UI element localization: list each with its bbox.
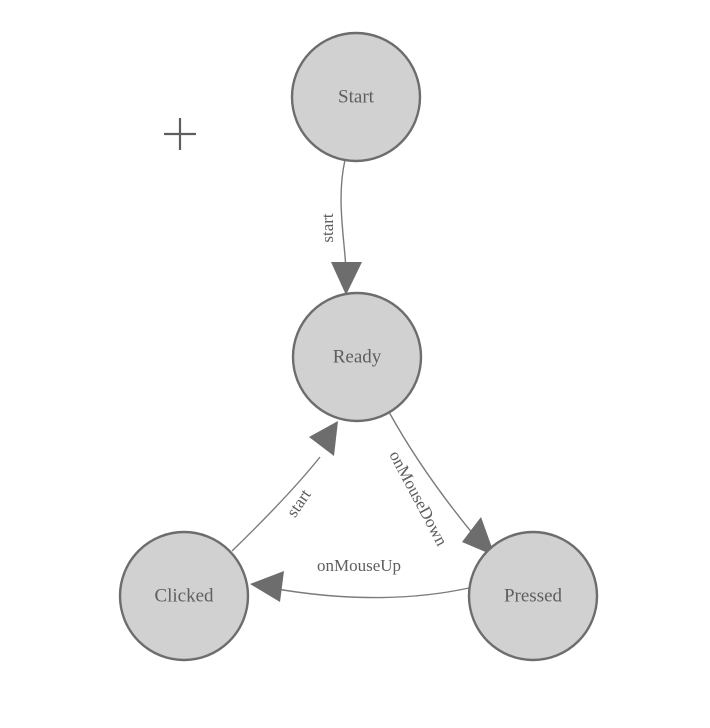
- edge-start-to-ready-path[interactable]: [340, 159, 347, 273]
- edge-clicked-to-ready[interactable]: start: [231, 421, 338, 552]
- node-ready-circle[interactable]: [291, 291, 423, 423]
- edge-pressed-to-clicked-label: onMouseUp: [317, 556, 401, 575]
- edge-start-to-ready-arrowhead: [331, 262, 362, 295]
- edge-start-to-ready-label: start: [318, 213, 337, 243]
- edge-clicked-to-ready-label: start: [283, 485, 315, 520]
- edge-pressed-to-clicked[interactable]: onMouseUp: [250, 556, 470, 602]
- edge-clicked-to-ready-path[interactable]: [231, 456, 321, 552]
- node-ready[interactable]: Ready: [291, 291, 423, 423]
- edge-ready-to-pressed-label: onMouseDown: [385, 448, 451, 550]
- node-clicked-circle[interactable]: [118, 530, 250, 662]
- node-pressed[interactable]: Pressed: [467, 530, 599, 662]
- node-pressed-circle[interactable]: [467, 530, 599, 662]
- crosshair-icon: [164, 118, 196, 150]
- node-start[interactable]: Start: [290, 31, 422, 163]
- edge-ready-to-pressed-arrowhead: [462, 517, 495, 556]
- edge-clicked-to-ready-arrowhead: [309, 421, 338, 456]
- edge-pressed-to-clicked-path[interactable]: [276, 587, 470, 599]
- edge-ready-to-pressed-path[interactable]: [388, 411, 479, 541]
- edge-pressed-to-clicked-arrowhead: [250, 571, 284, 602]
- node-clicked[interactable]: Clicked: [118, 530, 250, 662]
- node-start-circle[interactable]: [290, 31, 422, 163]
- edge-ready-to-pressed[interactable]: onMouseDown: [385, 411, 495, 556]
- edge-start-to-ready[interactable]: start: [318, 159, 362, 295]
